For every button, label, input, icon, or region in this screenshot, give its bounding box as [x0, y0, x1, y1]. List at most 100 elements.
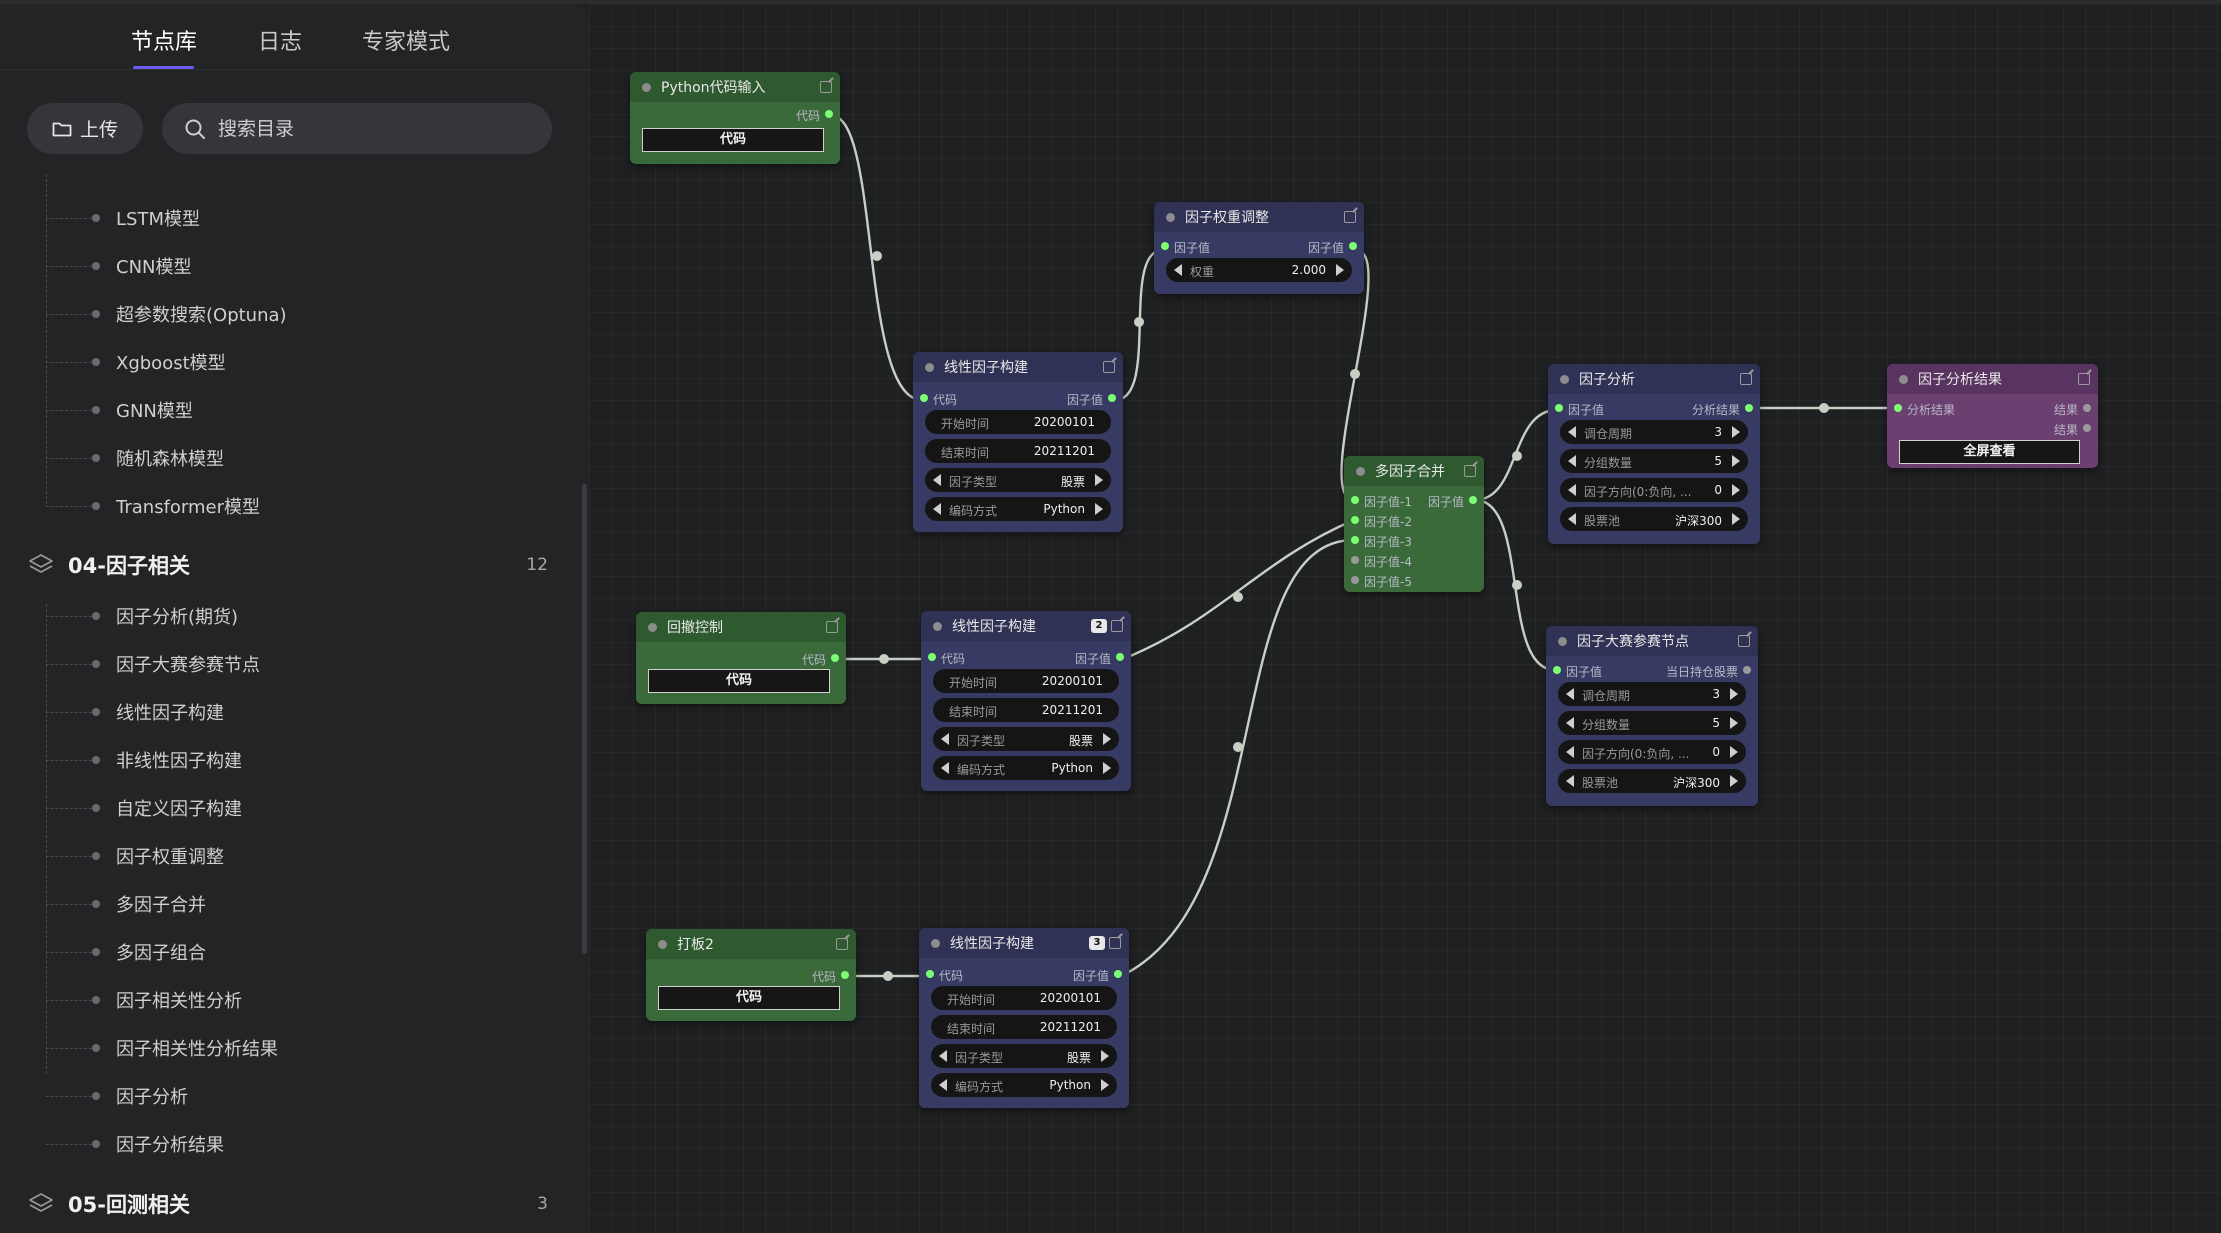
- increment-arrow-icon[interactable]: [1732, 455, 1740, 467]
- output-pin[interactable]: [841, 971, 849, 979]
- prev-arrow-icon[interactable]: [939, 1050, 947, 1062]
- decrement-arrow-icon[interactable]: [1566, 746, 1574, 758]
- tree-item-optuna[interactable]: 超参数搜索(Optuna): [46, 299, 287, 329]
- decrement-arrow-icon[interactable]: [1174, 264, 1182, 276]
- input-pin[interactable]: [926, 970, 934, 978]
- output-pin[interactable]: [1116, 653, 1124, 661]
- upload-button[interactable]: 上传: [27, 103, 143, 154]
- prev-arrow-icon[interactable]: [941, 762, 949, 774]
- tree-item-transformer[interactable]: Transformer模型: [46, 491, 260, 521]
- edit-icon[interactable]: [1740, 373, 1752, 385]
- output-pin[interactable]: [1745, 404, 1753, 412]
- decrement-arrow-icon[interactable]: [1568, 455, 1576, 467]
- next-arrow-icon[interactable]: [1101, 1079, 1109, 1091]
- next-arrow-icon[interactable]: [1732, 513, 1740, 525]
- tree-item-correlation-result[interactable]: 因子相关性分析结果: [46, 1033, 278, 1063]
- edit-icon[interactable]: [1344, 211, 1356, 223]
- tree-group-backtest[interactable]: 05-回测相关 3: [28, 1184, 548, 1224]
- tree-item-nonlinear-factor[interactable]: 非线性因子构建: [46, 745, 242, 775]
- code-button[interactable]: 代码: [642, 128, 824, 152]
- tree-item-cnn[interactable]: CNN模型: [46, 251, 192, 281]
- stock-pool-select[interactable]: 股票池沪深300: [1558, 769, 1746, 793]
- output-pin[interactable]: [1108, 394, 1116, 402]
- input-pin[interactable]: [1161, 242, 1169, 250]
- next-arrow-icon[interactable]: [1095, 474, 1103, 486]
- node-rollback-control[interactable]: 回撤控制 代码 代码: [636, 612, 846, 704]
- output-pin[interactable]: [825, 110, 833, 118]
- tab-log[interactable]: 日志: [258, 30, 303, 55]
- prev-arrow-icon[interactable]: [1568, 513, 1576, 525]
- input-pin[interactable]: [1351, 556, 1359, 564]
- decrement-arrow-icon[interactable]: [1568, 484, 1576, 496]
- edit-icon[interactable]: [2078, 373, 2090, 385]
- code-button[interactable]: 代码: [648, 669, 830, 693]
- tree-item-correlation[interactable]: 因子相关性分析: [46, 985, 242, 1015]
- input-pin[interactable]: [1351, 496, 1359, 504]
- increment-arrow-icon[interactable]: [1730, 717, 1738, 729]
- edit-icon[interactable]: [1738, 635, 1750, 647]
- tree-item-gnn[interactable]: GNN模型: [46, 395, 193, 425]
- search-input[interactable]: [218, 117, 518, 140]
- factor-direction-stepper[interactable]: 因子方向(0:负向, ...0: [1560, 478, 1748, 502]
- stock-pool-select[interactable]: 股票池沪深300: [1560, 507, 1748, 531]
- node-factor-analysis-result[interactable]: 因子分析结果 分析结果结果 结果 全屏查看: [1887, 364, 2098, 468]
- factor-type-select[interactable]: 因子类型股票: [931, 1044, 1117, 1068]
- prev-arrow-icon[interactable]: [933, 503, 941, 515]
- decrement-arrow-icon[interactable]: [1566, 688, 1574, 700]
- tree-item-xgboost[interactable]: Xgboost模型: [46, 347, 226, 377]
- edit-icon[interactable]: [1109, 937, 1121, 949]
- next-arrow-icon[interactable]: [1103, 762, 1111, 774]
- node-board-2[interactable]: 打板2 代码 代码: [646, 929, 856, 1021]
- tree-group-factor[interactable]: 04-因子相关 12: [28, 545, 548, 585]
- input-pin[interactable]: [928, 653, 936, 661]
- tree-item-custom-factor[interactable]: 自定义因子构建: [46, 793, 242, 823]
- code-button[interactable]: 代码: [658, 986, 840, 1010]
- tree-item-multi-factor-merge[interactable]: 多因子合并: [46, 889, 206, 919]
- output-pin[interactable]: [2083, 404, 2091, 412]
- search-box[interactable]: [162, 103, 552, 154]
- next-arrow-icon[interactable]: [1730, 775, 1738, 787]
- edit-icon[interactable]: [826, 621, 838, 633]
- tree-item-weight-adjust[interactable]: 因子权重调整: [46, 841, 224, 871]
- edit-icon[interactable]: [1111, 620, 1123, 632]
- tree-item-contest-node[interactable]: 因子大赛参赛节点: [46, 649, 260, 679]
- next-arrow-icon[interactable]: [1101, 1050, 1109, 1062]
- next-arrow-icon[interactable]: [1103, 733, 1111, 745]
- increment-arrow-icon[interactable]: [1730, 746, 1738, 758]
- input-pin[interactable]: [1351, 576, 1359, 584]
- tree-item-futures-factor-analysis[interactable]: 因子分析(期货): [46, 601, 238, 631]
- output-pin[interactable]: [1743, 666, 1751, 674]
- input-pin[interactable]: [1351, 536, 1359, 544]
- output-pin[interactable]: [2083, 424, 2091, 432]
- factor-type-select[interactable]: 因子类型股票: [933, 727, 1119, 751]
- tree-item-multi-factor-combo[interactable]: 多因子组合: [46, 937, 206, 967]
- tree-item-factor-analysis[interactable]: 因子分析: [46, 1081, 188, 1111]
- fullscreen-view-button[interactable]: 全屏查看: [1899, 440, 2080, 464]
- decrement-arrow-icon[interactable]: [1568, 426, 1576, 438]
- input-pin[interactable]: [920, 394, 928, 402]
- input-pin[interactable]: [1555, 404, 1563, 412]
- prev-arrow-icon[interactable]: [933, 474, 941, 486]
- output-pin[interactable]: [1469, 496, 1477, 504]
- next-arrow-icon[interactable]: [1095, 503, 1103, 515]
- node-python-input[interactable]: Python代码输入 代码 代码: [630, 72, 840, 164]
- tab-node-library[interactable]: 节点库: [131, 30, 198, 55]
- output-pin[interactable]: [1114, 970, 1122, 978]
